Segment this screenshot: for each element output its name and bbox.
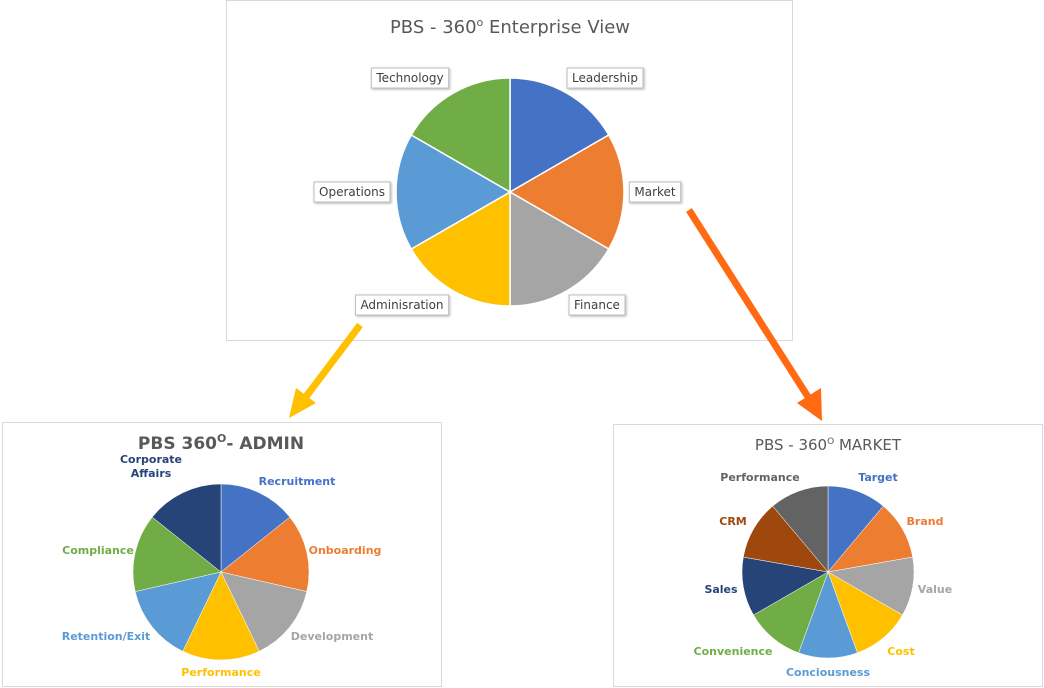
slice-label-sales: Sales <box>704 583 738 596</box>
slice-label-development: Development <box>291 630 373 643</box>
slice-label-value: Value <box>918 583 952 596</box>
arrow-market <box>686 208 822 421</box>
callout-box <box>313 181 391 203</box>
callout-box <box>628 181 682 203</box>
slice-label-performance: Performance <box>720 471 799 484</box>
slice-label-convenience: Convenience <box>694 645 773 658</box>
callout-box <box>370 67 450 89</box>
slice-technology <box>410 77 511 194</box>
slice-label-target: Target <box>858 471 898 484</box>
slice-recruitment <box>220 483 291 573</box>
slice-label-operations: Operations <box>319 185 385 199</box>
slice-label-cost: Cost <box>887 645 914 658</box>
slice-market <box>508 133 625 251</box>
slice-label-finance: Finance <box>574 298 620 312</box>
callout-box <box>566 67 644 89</box>
slice-label-leadership: Leadership <box>572 71 638 85</box>
slice-label-retention-exit: Retention/Exit <box>62 630 151 643</box>
slice-finance <box>509 190 610 307</box>
slice-performance <box>772 485 829 573</box>
pie <box>395 77 625 307</box>
slice-label-conciousness: Conciousness <box>786 666 871 679</box>
pie <box>132 483 310 661</box>
slice-corporate-affairs <box>151 483 222 573</box>
chart-title: PBS 360O- ADMIN <box>138 432 304 454</box>
pie <box>741 485 915 659</box>
chart-title: PBS - 360O MARKET <box>755 436 902 454</box>
pie-labels: RecruitmentOnboardingDevelopmentPerforma… <box>62 453 382 679</box>
slice-operations <box>395 133 512 251</box>
enterprise-view-chart: PBS - 360o Enterprise View LeadershipMar… <box>226 0 793 341</box>
admin-chart: PBS 360O- ADMIN RecruitmentOnboardingDev… <box>2 422 442 687</box>
arrow-admin <box>289 322 363 418</box>
slice-compliance <box>132 516 222 592</box>
slice-label-brand: Brand <box>907 515 944 528</box>
slice-label-onboarding: Onboarding <box>309 544 382 557</box>
slice-label-technology: Technology <box>375 71 443 85</box>
market-chart: PBS - 360O MARKET TargetBrandValueCostCo… <box>613 424 1043 687</box>
slice-label-compliance: Compliance <box>62 544 134 557</box>
slice-label-adminisration: Adminisration <box>360 298 443 312</box>
slice-adminisration <box>410 190 511 307</box>
slice-development <box>220 571 308 652</box>
slice-label-recruitment: Recruitment <box>259 475 336 488</box>
slice-label-performance: Performance <box>181 666 260 679</box>
slice-leadership <box>509 77 610 194</box>
callout-box <box>354 294 450 316</box>
slice-label-crm: CRM <box>719 515 747 528</box>
callout-box <box>568 294 626 316</box>
slice-onboarding <box>220 516 310 592</box>
slice-retention-exit <box>134 571 222 652</box>
slice-label-market: Market <box>634 185 676 199</box>
chart-title: PBS - 360o Enterprise View <box>390 16 630 38</box>
slice-performance <box>182 571 260 661</box>
